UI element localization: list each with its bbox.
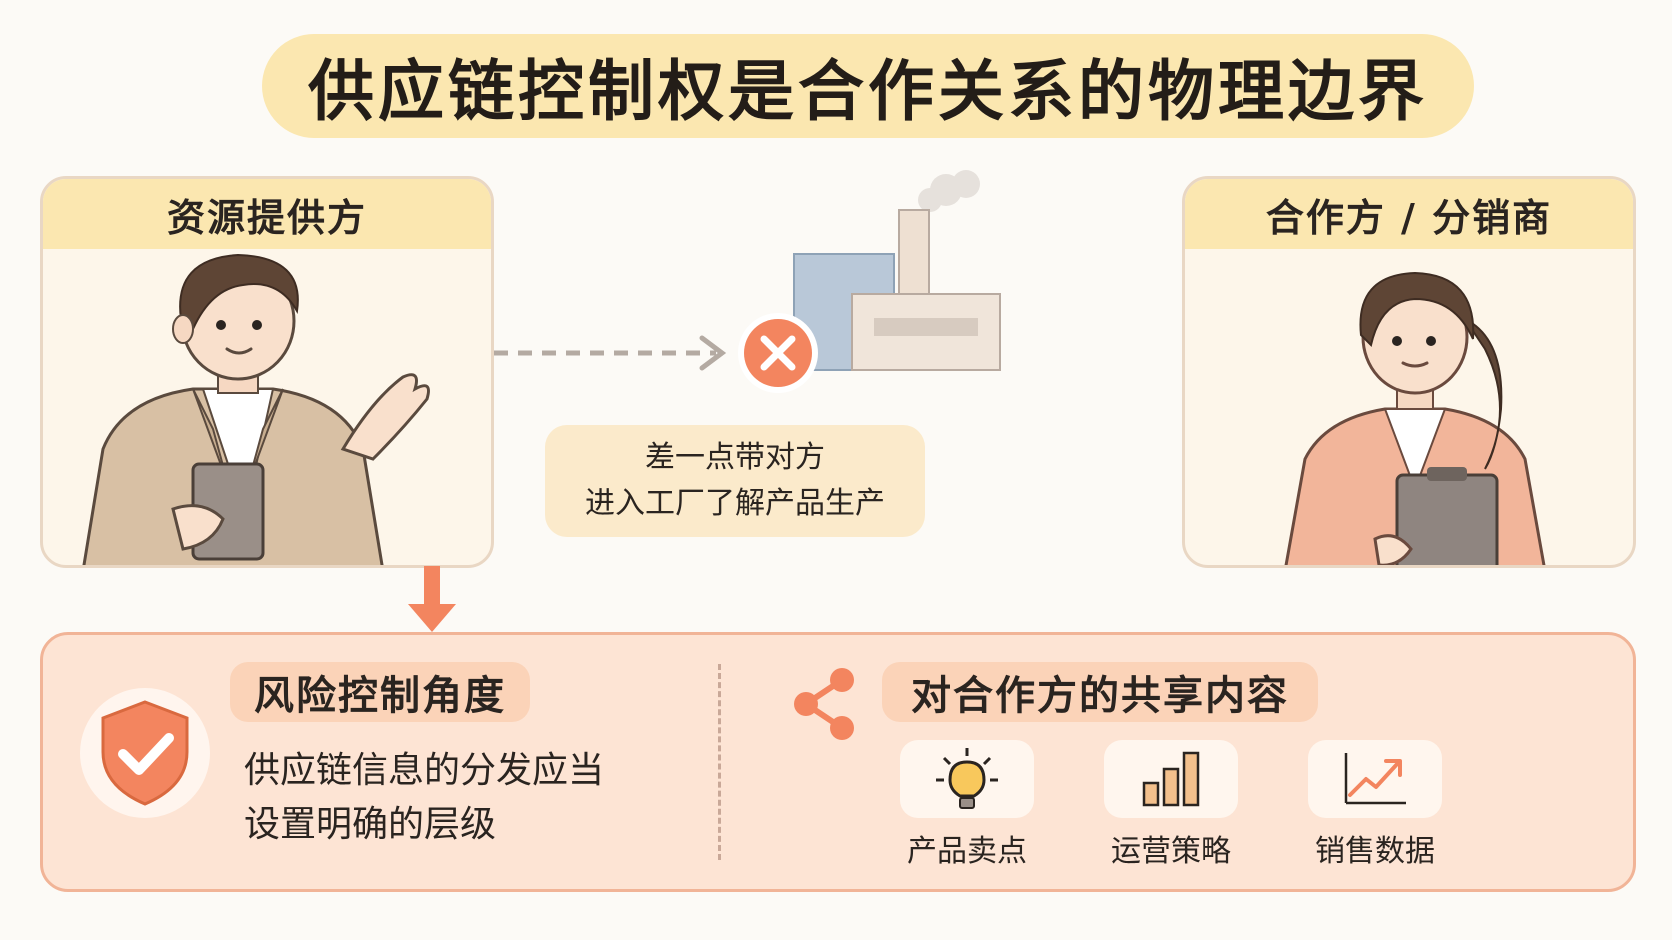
speech-line-1: 差一点带对方 — [645, 440, 825, 475]
risk-heading: 风险控制角度 — [230, 662, 530, 722]
factory-icon — [793, 170, 1001, 371]
share-label: 销售数据 — [1315, 834, 1435, 869]
share-item-sales-data: 销售数据 — [1300, 740, 1450, 870]
page-title: 供应链控制权是合作关系的物理边界 — [308, 53, 1428, 130]
bar-chart-icon — [1142, 751, 1200, 807]
provider-card-heading: 资源提供方 — [43, 179, 491, 249]
title-banner: 供应链控制权是合作关系的物理边界 — [262, 34, 1474, 138]
risk-line-1: 供应链信息的分发应当 — [244, 750, 605, 791]
x-circle-icon — [738, 313, 818, 393]
businesswoman-illustration — [1284, 271, 1546, 565]
share-item-selling-points: 产品卖点 — [892, 740, 1042, 870]
partner-card-heading: 合作方 / 分销商 — [1185, 179, 1633, 249]
share-icon — [794, 668, 854, 740]
speech-bubble: 差一点带对方 进入工厂了解产品生产 — [545, 425, 925, 537]
partner-card: 合作方 / 分销商 — [1182, 176, 1636, 568]
down-arrow-icon — [408, 566, 456, 632]
shield-badge — [80, 688, 210, 818]
share-tile — [1308, 740, 1442, 818]
share-item-operation-strategy: 运营策略 — [1096, 740, 1246, 870]
share-tile — [900, 740, 1034, 818]
risk-description: 供应链信息的分发应当 设置明确的层级 — [244, 744, 664, 852]
provider-card: 资源提供方 — [40, 176, 494, 568]
risk-line-2: 设置明确的层级 — [244, 804, 497, 845]
blocked-access-graphic — [494, 170, 1001, 393]
share-heading: 对合作方的共享内容 — [882, 662, 1318, 722]
lightbulb-icon — [936, 748, 998, 809]
trend-chart-icon — [1344, 753, 1406, 805]
speech-line-2: 进入工厂了解产品生产 — [585, 486, 885, 521]
share-label: 运营策略 — [1111, 834, 1231, 869]
share-label: 产品卖点 — [907, 834, 1027, 869]
businessman-illustration — [82, 253, 430, 565]
share-tile — [1104, 740, 1238, 818]
panel-divider — [718, 664, 721, 860]
shield-check-icon — [101, 700, 189, 806]
